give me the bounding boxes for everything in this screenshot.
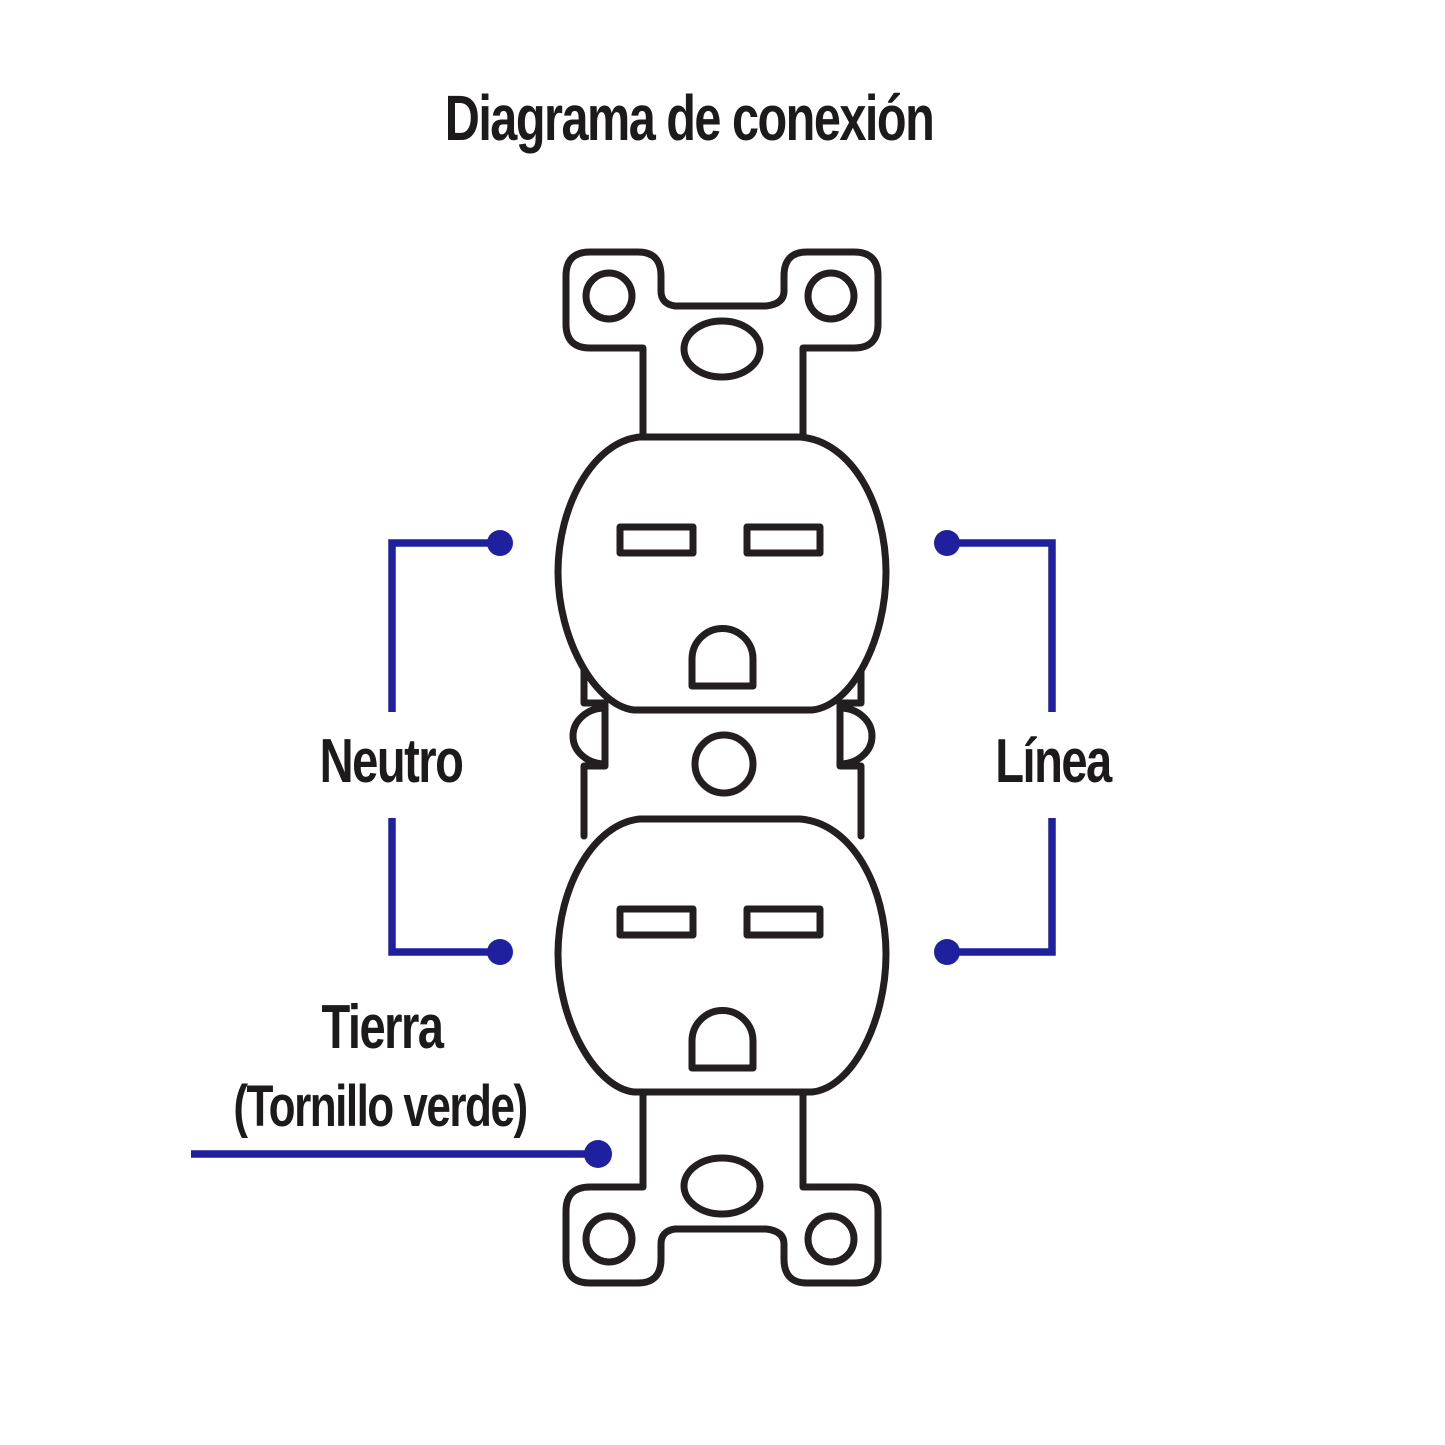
line-connector xyxy=(934,530,1056,965)
ground-terminal-dot xyxy=(584,1140,612,1168)
line-bottom-terminal-dot xyxy=(934,939,960,965)
ground-note-label: (Tornillo verde) xyxy=(233,1074,528,1139)
page-title: Diagrama de conexión xyxy=(444,82,935,154)
left-terminal-tab xyxy=(569,704,609,768)
neutral-bottom-terminal-dot xyxy=(487,939,513,965)
ground-label: Tierra xyxy=(321,993,445,1062)
neutral-top-terminal-dot xyxy=(487,530,513,556)
neutral-connector xyxy=(388,530,513,965)
center-screw xyxy=(691,731,757,797)
top-receptacle-face xyxy=(558,437,886,710)
bottom-mounting-strap xyxy=(566,1065,878,1283)
bottom-receptacle-face xyxy=(558,819,886,1092)
ground-connector xyxy=(191,1140,612,1168)
line-label: Línea xyxy=(995,727,1112,796)
line-top-terminal-dot xyxy=(934,530,960,556)
right-terminal-tab xyxy=(836,704,876,768)
neutral-label: Neutro xyxy=(319,727,464,796)
receptacle-body xyxy=(569,656,876,840)
